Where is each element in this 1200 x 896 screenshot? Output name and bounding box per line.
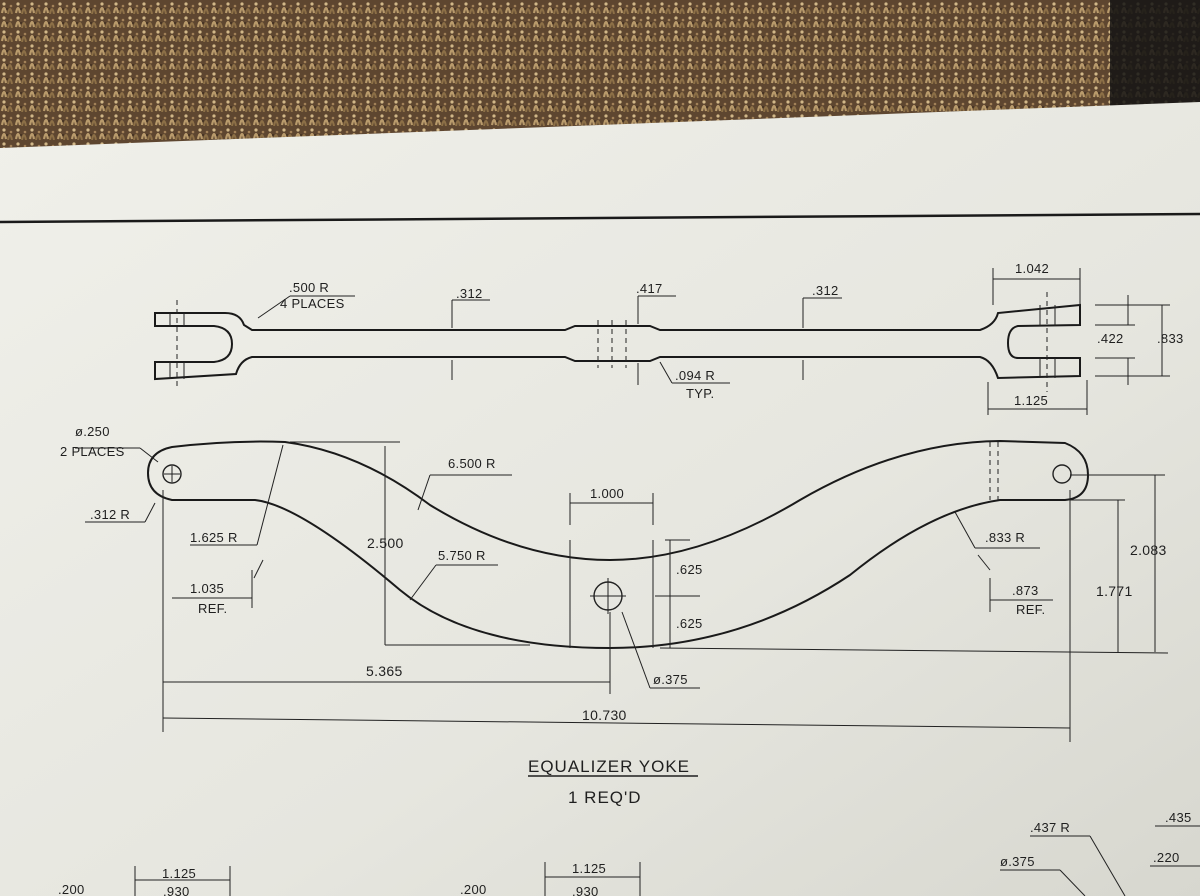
pad-lower-label: .625 [676, 616, 703, 631]
left-radius-label: 1.625 R [190, 530, 238, 545]
small-radius-label: .094 R [675, 368, 715, 383]
thickness-right-label: .312 [812, 283, 839, 298]
lower-dim-h: .200 [460, 882, 487, 896]
lower-dim-f: .435 [1165, 810, 1192, 825]
lower-dim-a: 1.125 [162, 866, 196, 881]
right-ref-note: REF. [1016, 602, 1045, 617]
center-hole-label: ø.375 [653, 672, 688, 687]
paper-sheet [0, 102, 1200, 896]
hole-places-label: 2 PLACES [60, 444, 125, 459]
lower-dim-j: .930 [572, 884, 599, 896]
inner-radius-label: 5.750 R [438, 548, 486, 563]
thickness-left-label: .312 [456, 286, 483, 301]
lower-dim-b: 1.125 [572, 861, 606, 876]
fillet-places-label: 4 PLACES [280, 296, 345, 311]
pad-width-label: 1.000 [590, 486, 624, 501]
drawing-quantity: 1 REQ'D [568, 788, 642, 807]
top-view-dimensions [257, 268, 1170, 415]
fillet-radius-label: .500 R [289, 280, 329, 295]
carpet-dark-corner [1110, 0, 1200, 110]
top-view-outline [154, 292, 1081, 392]
thickness-center-label: .417 [636, 281, 663, 296]
fork-gap-label: .422 [1097, 331, 1124, 346]
half-length-label: 5.365 [366, 663, 403, 679]
hole-dia-label: ø.250 [75, 424, 110, 439]
right-ref-label: .873 [1012, 583, 1039, 598]
fork-width-label: .833 [1157, 331, 1184, 346]
outer-radius-label: 6.500 R [448, 456, 496, 471]
left-ref-note: REF. [198, 601, 227, 616]
lower-dim-g: .200 [58, 882, 85, 896]
overall-length-label: 10.730 [582, 707, 627, 723]
lower-partial-drawing [134, 825, 1200, 896]
right-radius-label: .833 R [985, 530, 1025, 545]
side-view-outline [146, 439, 1090, 650]
pad-upper-label: .625 [676, 562, 703, 577]
right-height-outer-label: 2.083 [1130, 542, 1167, 558]
lower-dim-e: .220 [1153, 850, 1180, 865]
fork-length-label: 1.042 [1015, 261, 1049, 276]
fork-overall-label: 1.125 [1014, 393, 1048, 408]
border-line [0, 212, 1200, 224]
depth-label: 2.500 [367, 535, 404, 551]
small-radius-note: TYP. [686, 386, 714, 401]
lower-dim-c: .437 R [1030, 820, 1070, 835]
side-view-dimensions [75, 441, 1169, 742]
left-ref-label: 1.035 [190, 581, 224, 596]
lower-dim-i: .930 [163, 884, 190, 896]
drawing-title: EQUALIZER YOKE [528, 757, 690, 776]
end-radius-label: .312 R [90, 507, 130, 522]
lower-dim-d: ø.375 [1000, 854, 1035, 869]
right-height-inner-label: 1.771 [1096, 583, 1133, 599]
